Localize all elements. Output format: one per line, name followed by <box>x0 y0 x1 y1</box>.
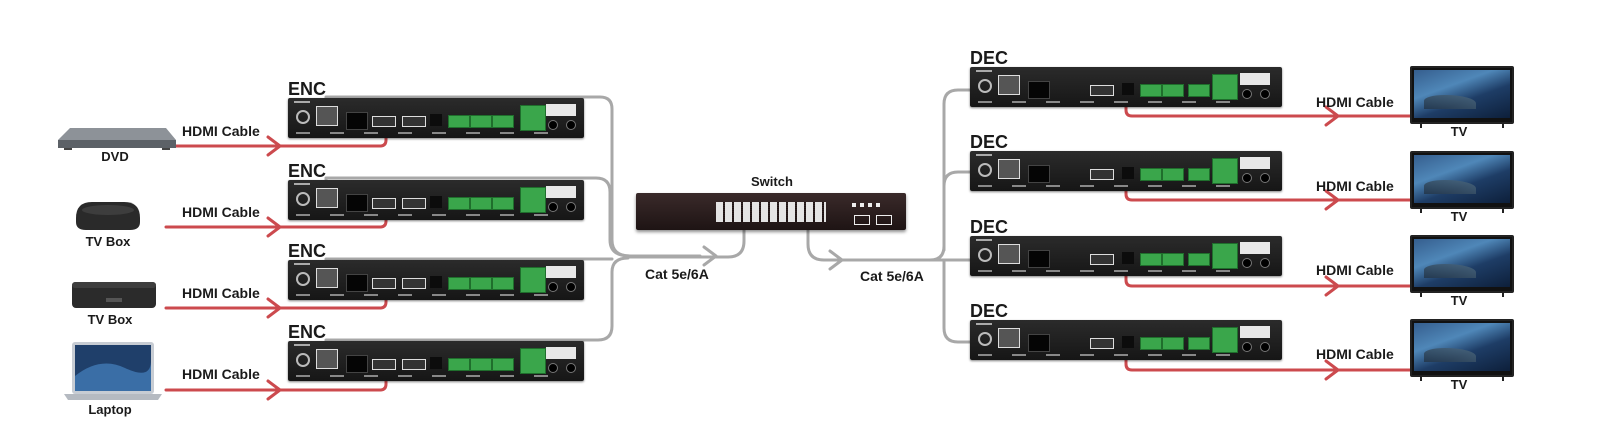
encoder-unit <box>288 98 584 138</box>
decoder-label: DEC <box>970 48 1009 68</box>
hdmi-cable-dec-3 <box>1124 266 1440 288</box>
hdmi-cable-label: HDMI Cable <box>1316 346 1394 362</box>
switch-ports <box>716 202 826 222</box>
hdmi-cable-label: HDMI Cable <box>182 285 260 301</box>
lan-port <box>316 188 338 208</box>
lan-port <box>316 106 338 126</box>
lan-port <box>998 159 1020 179</box>
lan-port <box>998 328 1020 348</box>
cat-cable-enc-2 <box>324 176 632 258</box>
decoder-unit <box>970 320 1282 360</box>
decoder-unit <box>970 151 1282 191</box>
hdmi-cable-label: HDMI Cable <box>1316 94 1394 110</box>
encoder-unit <box>288 260 584 300</box>
hdmi-arrow-dec-1 <box>1324 105 1340 127</box>
lan-port <box>316 268 338 288</box>
cat-arrow-right <box>828 249 844 271</box>
hdmi-cable-label: HDMI Cable <box>182 366 260 382</box>
cat-cable-trunk-right <box>806 216 946 262</box>
decoder-label: DEC <box>970 132 1009 152</box>
encoder-unit <box>288 180 584 220</box>
tv-icon <box>1410 319 1514 381</box>
cat-cable-trunk-left <box>628 216 746 259</box>
cat-cable-dec-1 <box>942 88 988 252</box>
hdmi-cable-dec-4 <box>1124 350 1440 372</box>
display-name: TV <box>1450 377 1468 392</box>
cat-cable-dec-4 <box>942 260 988 344</box>
hdmi-cable-label: HDMI Cable <box>182 204 260 220</box>
source-name: TV Box <box>87 312 133 327</box>
source-name: Laptop <box>88 402 132 417</box>
encoder-label: ENC <box>288 79 327 99</box>
tv-box-icon <box>72 282 156 308</box>
decoder-label: DEC <box>970 217 1009 237</box>
switch-label: Switch <box>751 174 793 189</box>
hdmi-arrow-source-3 <box>266 297 282 319</box>
hdmi-arrow-source-4 <box>266 379 282 401</box>
decoder-label: DEC <box>970 301 1009 321</box>
cat-cable-enc-4 <box>324 256 630 354</box>
hdmi-in-port <box>372 198 396 209</box>
tv-icon <box>1410 66 1514 128</box>
lan-port <box>316 349 338 369</box>
hdmi-arrow-source-2 <box>266 216 282 238</box>
hdmi-cable-label: HDMI Cable <box>1316 262 1394 278</box>
decoder-unit <box>970 236 1282 276</box>
dvd-player-icon <box>58 128 176 150</box>
laptop-icon <box>64 342 162 400</box>
hdmi-arrow-dec-3 <box>1324 275 1340 297</box>
hdmi-cable-source-2 <box>164 207 388 229</box>
encoder-label: ENC <box>288 161 327 181</box>
hdmi-cable-dec-1 <box>1124 96 1440 118</box>
hdmi-out-port <box>1090 338 1114 349</box>
hdmi-cable-source-1 <box>174 126 388 148</box>
display-name: TV <box>1450 293 1468 308</box>
hdmi-out-port <box>1090 85 1114 96</box>
hdmi-cables <box>164 96 1440 401</box>
display-name: TV <box>1450 209 1468 224</box>
display-name: TV <box>1450 124 1468 139</box>
hdmi-cable-label: HDMI Cable <box>1316 178 1394 194</box>
cat-arrow-left <box>702 245 718 267</box>
hdmi-cable-source-3 <box>164 288 388 310</box>
hdmi-out-port <box>1090 169 1114 180</box>
encoder-label: ENC <box>288 241 327 261</box>
tv-icon <box>1410 151 1514 213</box>
source-name: TV Box <box>85 234 131 249</box>
lan-port <box>998 244 1020 264</box>
hdmi-arrow-dec-4 <box>1324 359 1340 381</box>
cat-cable-label: Cat 5e/6A <box>860 268 924 284</box>
hdmi-arrow-dec-2 <box>1324 189 1340 211</box>
tv-box-icon <box>76 202 140 230</box>
hdmi-cable-label: HDMI Cable <box>182 123 260 139</box>
lan-port <box>998 75 1020 95</box>
hdmi-cable-dec-2 <box>1124 180 1440 202</box>
tv-icon <box>1410 235 1514 297</box>
cat-cable-label: Cat 5e/6A <box>645 266 709 282</box>
decoder-unit <box>970 67 1282 107</box>
encoder-unit <box>288 341 584 381</box>
encoder-label: ENC <box>288 322 327 342</box>
cat-cable-dec-2 <box>942 170 988 216</box>
source-name: DVD <box>101 149 129 164</box>
hdmi-cable-source-4 <box>164 370 388 392</box>
hdmi-in-port <box>372 359 396 370</box>
hdmi-in-port <box>372 278 396 289</box>
network-switch-icon <box>636 193 906 230</box>
hdmi-out-port <box>1090 254 1114 265</box>
hdmi-arrow-source-1 <box>266 135 282 157</box>
hdmi-in-port <box>372 116 396 127</box>
